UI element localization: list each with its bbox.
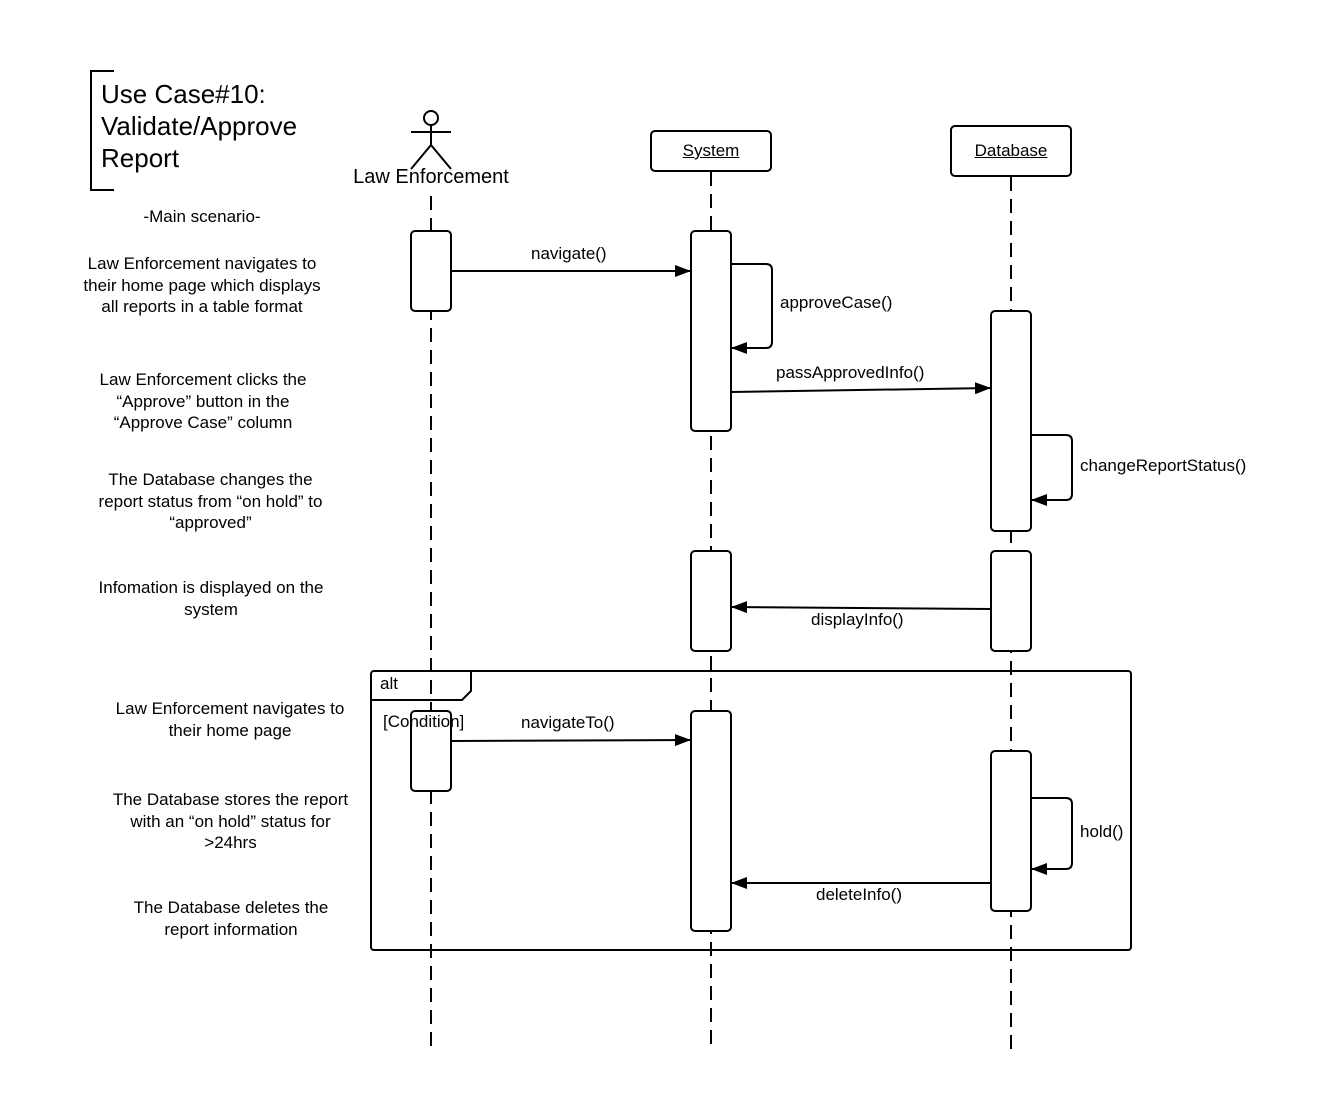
scenario-step: Law Enforcement navigates to their home … <box>83 254 321 316</box>
diagram-title: Use Case#10: Validate/Approve Report <box>101 79 298 173</box>
hold-self-arrow <box>1031 797 1073 875</box>
display-info-label: displayInfo() <box>811 610 904 629</box>
scenario-step: The Database changes the report status f… <box>98 470 323 532</box>
database-activation-2 <box>990 550 1032 652</box>
approve-case-label: approveCase() <box>780 293 893 312</box>
alt-fragment-frame <box>370 670 1132 951</box>
display-info-arrow <box>730 601 992 614</box>
alt-fragment-tab <box>371 671 472 701</box>
approve-case-self-arrow <box>731 263 773 354</box>
database-activation-3 <box>990 750 1032 912</box>
scenario-step: The Database deletes the report informat… <box>133 898 329 939</box>
scenario-step: The Database stores the report with an “… <box>112 790 349 852</box>
navigate-to-label: navigateTo() <box>521 713 615 732</box>
change-report-status-label: changeReportStatus() <box>1080 456 1247 475</box>
actor-label: Law Enforcement <box>353 166 509 188</box>
hold-label: hold() <box>1080 822 1124 841</box>
navigate-label: navigate() <box>531 244 607 263</box>
title-bracket <box>90 70 114 191</box>
delete-info-label: deleteInfo() <box>816 885 902 904</box>
database-lifeline-head: Database <box>950 125 1072 177</box>
actor-activation-1 <box>410 230 452 312</box>
system-lifeline-head: System <box>650 130 772 172</box>
scenario-step: Law Enforcement navigates to their home … <box>115 699 345 740</box>
navigate-to-arrow <box>450 734 692 747</box>
actor-activation-2 <box>410 710 452 792</box>
actor-stick-figure-icon <box>410 110 452 170</box>
system-activation-2 <box>690 550 732 652</box>
alt-operator-label: alt <box>380 674 398 693</box>
system-activation-3 <box>690 710 732 932</box>
change-report-status-self-arrow <box>1031 434 1073 506</box>
system-activation-1 <box>690 230 732 432</box>
pass-approved-info-arrow <box>730 382 992 395</box>
database-activation-1 <box>990 310 1032 532</box>
scenario-step: Infomation is displayed on the system <box>98 578 324 619</box>
pass-approved-info-label: passApprovedInfo() <box>776 363 925 382</box>
alt-guard-label: [Condition] <box>383 712 465 731</box>
scenario-step: Law Enforcement clicks the “Approve” but… <box>99 370 307 432</box>
main-scenario-label: -Main scenario- <box>143 207 261 226</box>
